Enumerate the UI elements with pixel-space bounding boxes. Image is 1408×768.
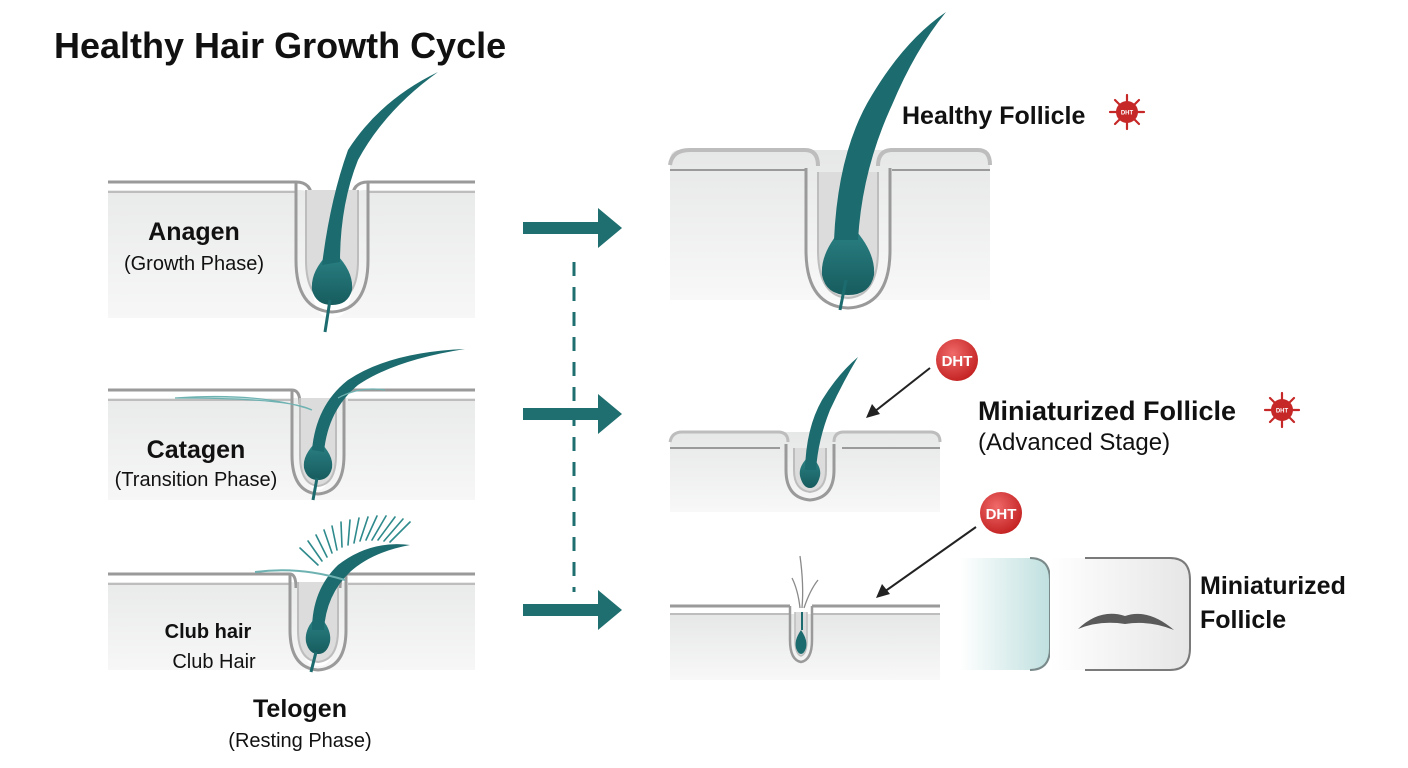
virus-icon-label: DHT xyxy=(1121,111,1134,117)
phase-name-telogen: Telogen xyxy=(253,695,347,723)
dht-badge-1-label: DHT xyxy=(942,353,973,370)
dht-arrow-2 xyxy=(876,526,977,598)
miniaturized-label-line1: Miniaturized xyxy=(1200,572,1346,600)
dht-badge-2: DHT xyxy=(980,492,1022,534)
dht-virus-icon: DHT xyxy=(1108,93,1146,131)
dht-virus-icon-2: DHT xyxy=(1263,391,1301,429)
healthy-follicle-label: Healthy Follicle xyxy=(902,102,1085,130)
arrow-catagen xyxy=(523,394,622,434)
miniaturized-advanced-sub: (Advanced Stage) xyxy=(978,429,1170,456)
phase-name-anagen: Anagen xyxy=(148,218,240,246)
healthy-follicle-illustration xyxy=(668,12,992,311)
virus-icon-2-label: DHT xyxy=(1276,409,1289,415)
grey-panel-edge xyxy=(1085,557,1191,671)
club-hair-label: Club hair xyxy=(165,621,252,643)
dht-badge-2-label: DHT xyxy=(986,506,1017,523)
miniaturized-advanced-label: Miniaturized Follicle xyxy=(978,396,1236,426)
phase-desc-catagen: (Transition Phase) xyxy=(115,469,278,491)
miniaturized-illustration xyxy=(670,555,940,680)
catagen-illustration xyxy=(108,349,475,501)
club-hair-label-2: Club Hair xyxy=(172,651,256,673)
miniaturized-label-line2: Follicle xyxy=(1200,606,1286,634)
teal-panel xyxy=(960,558,1050,670)
miniaturized-advanced-illustration xyxy=(668,357,942,512)
dht-badge-1: DHT xyxy=(936,339,978,381)
arrow-telogen xyxy=(523,590,622,630)
anagen-illustration xyxy=(108,72,475,333)
dht-arrow-1 xyxy=(866,367,931,418)
phase-desc-telogen: (Resting Phase) xyxy=(228,730,371,752)
follicle-shape-icon xyxy=(1078,613,1174,630)
grey-panel xyxy=(1050,558,1190,670)
arrow-anagen xyxy=(523,208,622,248)
telogen-illustration xyxy=(108,515,475,673)
phase-desc-anagen: (Growth Phase) xyxy=(124,253,264,275)
diagram-title: Healthy Hair Growth Cycle xyxy=(54,25,506,66)
phase-name-catagen: Catagen xyxy=(147,436,246,464)
